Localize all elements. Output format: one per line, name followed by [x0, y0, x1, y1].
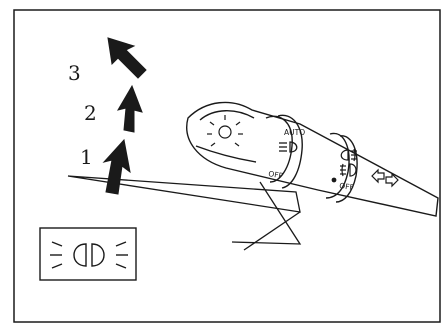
step-label-2: 2 — [84, 101, 97, 125]
diagram-frame — [13, 9, 441, 323]
column-shroud-outline — [231, 181, 302, 245]
stalk-body — [186, 101, 439, 217]
turn-signal-arrows-icon — [371, 168, 399, 188]
light-sensor-icon — [207, 115, 243, 147]
step-arrow-3 — [107, 37, 147, 79]
step-label-3: 3 — [68, 61, 81, 85]
rear-fog-lamp-icon — [340, 163, 357, 177]
position-marker-dot — [331, 177, 337, 183]
off-label-2: OFF — [339, 181, 355, 192]
step-arrow-2 — [116, 84, 143, 133]
off-label-1: OFF — [268, 169, 284, 180]
headlamp-high-beam-icon — [39, 227, 137, 281]
step-label-1: 1 — [80, 145, 93, 169]
dashboard-outline — [67, 175, 301, 213]
front-fog-lamp-icon — [340, 148, 357, 162]
low-beam-icon — [279, 141, 298, 153]
auto-label: AUTO — [284, 128, 305, 137]
step-arrow-1 — [102, 138, 131, 195]
dashboard-edge — [243, 211, 301, 251]
